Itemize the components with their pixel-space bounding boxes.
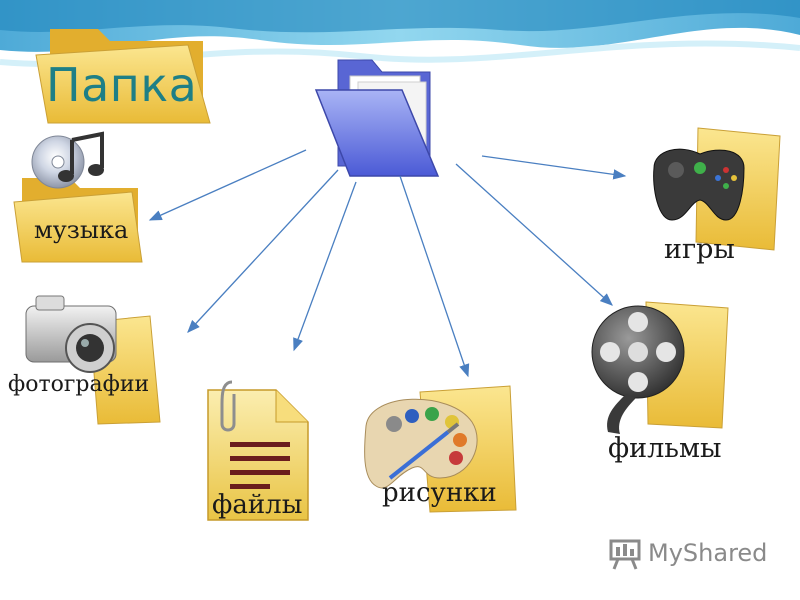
watermark-text: MyShared bbox=[648, 539, 768, 567]
document-icon bbox=[207, 380, 309, 521]
label-music: музыка bbox=[34, 216, 129, 244]
folder-open-icon bbox=[314, 59, 440, 177]
arrow-to-games bbox=[481, 155, 627, 180]
label-photos: фотографии bbox=[8, 372, 150, 397]
arrow-to-pictures bbox=[399, 175, 470, 378]
camera-icon bbox=[25, 295, 161, 425]
arrow-to-music bbox=[148, 149, 307, 221]
label-films: фильмы bbox=[608, 433, 722, 464]
film-reel-icon bbox=[591, 301, 729, 434]
palette-icon bbox=[364, 385, 517, 513]
arrow-to-films bbox=[455, 163, 613, 306]
page-title: Папка bbox=[46, 58, 198, 112]
presentation-board-icon bbox=[609, 539, 641, 570]
label-pictures: рисунки bbox=[382, 478, 497, 508]
watermark-logo: MyShared bbox=[608, 535, 768, 575]
arrow-to-photos bbox=[187, 169, 339, 333]
label-games: игры bbox=[664, 234, 735, 265]
gamepad-icon bbox=[653, 127, 781, 251]
title-folder-icon bbox=[35, 29, 211, 124]
label-files: файлы bbox=[212, 490, 303, 520]
music-cd-icon bbox=[13, 131, 143, 263]
arrow-to-files bbox=[293, 181, 357, 352]
